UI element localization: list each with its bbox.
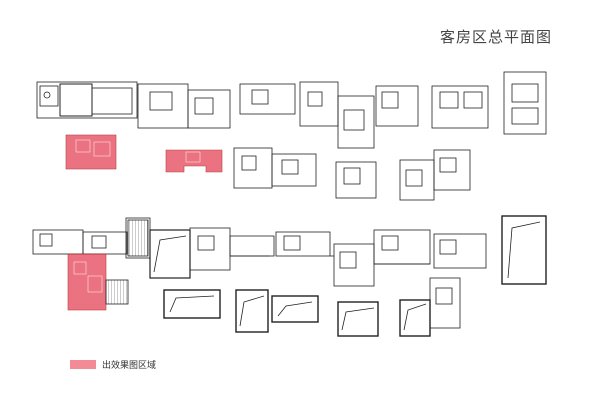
legend-label: 出效果图区域	[102, 361, 157, 371]
legend: 出效果图区域	[70, 358, 156, 371]
plan-title: 客房区总平面图	[440, 28, 553, 46]
legend-swatch	[70, 360, 96, 369]
